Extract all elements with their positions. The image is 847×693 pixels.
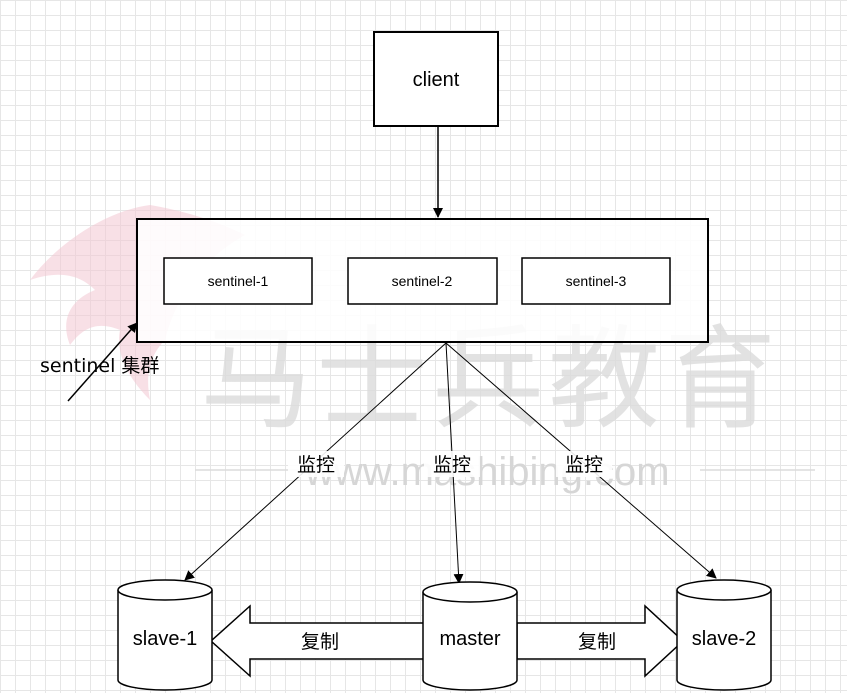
cluster-pointer-arrow (67, 322, 138, 402)
sentinel-node: sentinel-2 (347, 257, 498, 305)
master-label: master (439, 628, 500, 650)
client-label: client (413, 69, 460, 91)
sentinel-label: sentinel-2 (392, 273, 453, 289)
slave-1-label: slave-1 (133, 628, 197, 650)
monitor-label: 监控 (433, 454, 471, 476)
monitor-label: 监控 (297, 454, 335, 476)
watermark-url: www.mashibing.com (304, 450, 670, 494)
sentinel-label: sentinel-1 (208, 273, 269, 289)
slave-1-database: slave-1 (117, 579, 213, 691)
sentinel-node: sentinel-1 (163, 257, 313, 305)
replicate-arrow-right (516, 604, 685, 678)
sentinel-cluster: sentinel-1 sentinel-2 sentinel-3 (136, 218, 709, 343)
client-node: client (373, 31, 499, 127)
replicate-arrow-left (209, 604, 425, 678)
replicate-label-left: 复制 (301, 631, 339, 653)
replicate-label-right: 复制 (578, 631, 616, 653)
slave-2-label: slave-2 (692, 628, 756, 650)
sentinel-label: sentinel-3 (566, 273, 627, 289)
master-database: master (422, 581, 518, 691)
sentinel-node: sentinel-3 (521, 257, 671, 305)
slave-2-database: slave-2 (676, 579, 772, 691)
monitor-label: 监控 (565, 454, 603, 476)
